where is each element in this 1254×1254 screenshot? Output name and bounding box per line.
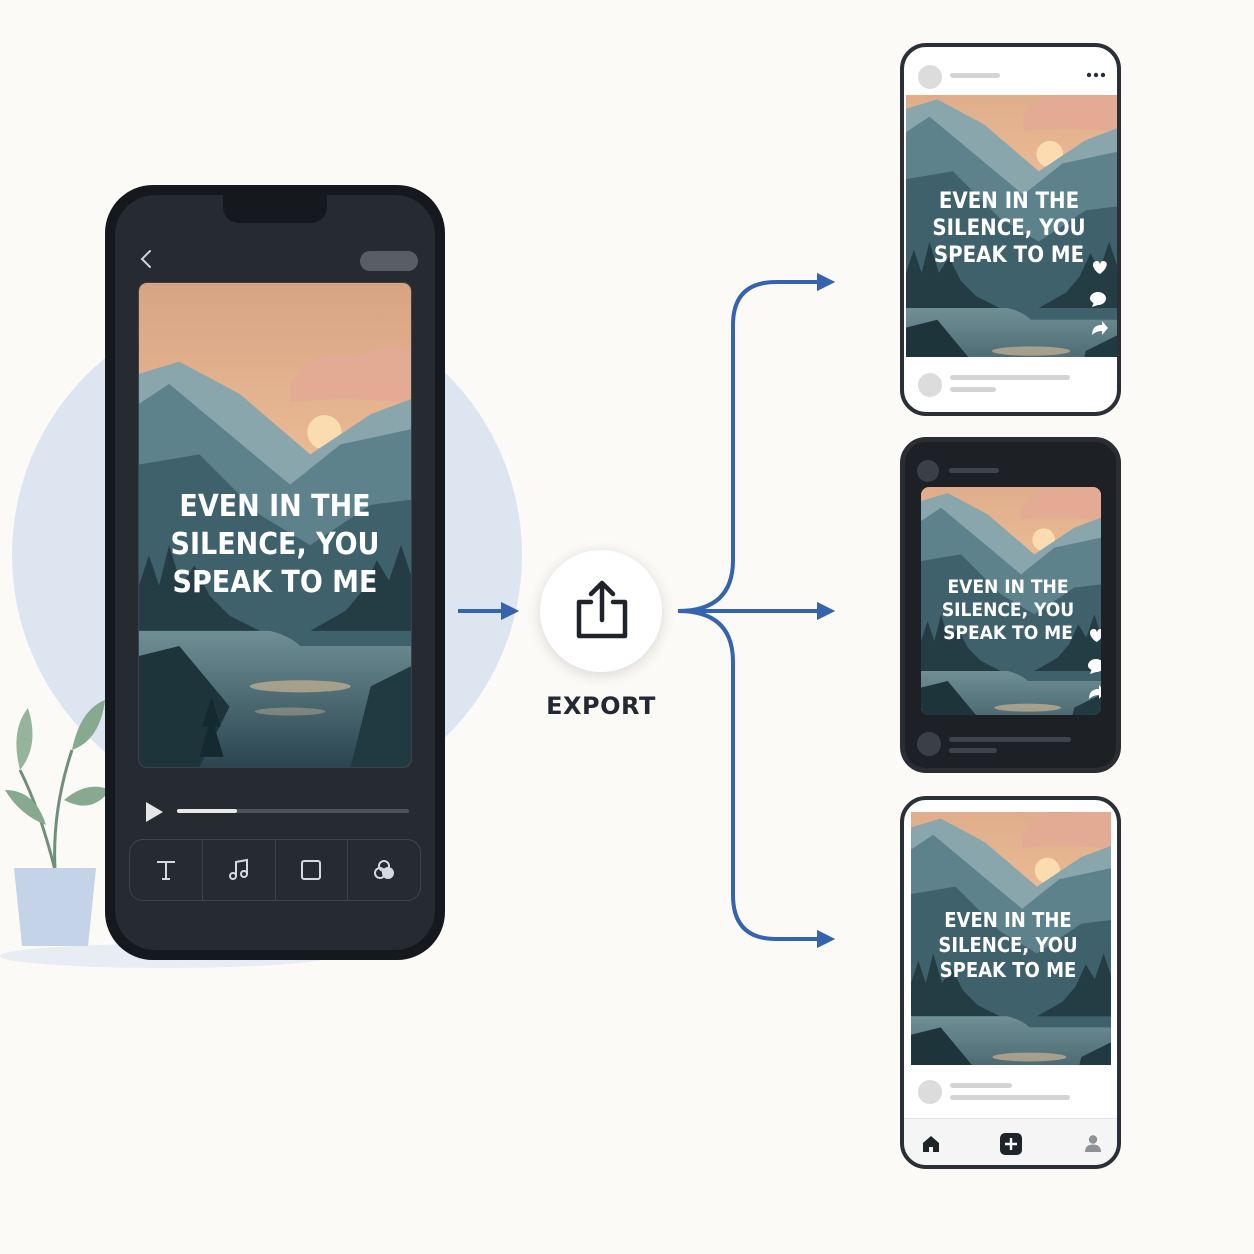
quote-line-3: SPEAK TO ME (940, 958, 1077, 982)
home-icon[interactable] (921, 1134, 941, 1154)
avatar (917, 460, 939, 482)
quote-overlay: EVEN IN THE SILENCE, YOU SPEAK TO ME (932, 189, 1108, 335)
quote-line-3: SPEAK TO ME (934, 243, 1084, 268)
quote-line-2: SILENCE, YOU (942, 599, 1074, 621)
share-export-icon (576, 580, 628, 639)
quote-line-1: EVEN IN THE (947, 576, 1068, 598)
crop-tool-icon (301, 860, 322, 880)
avatar (918, 1080, 942, 1104)
heart-icon[interactable] (1093, 261, 1107, 274)
quote-overlay: EVEN IN THE SILENCE, YOU SPEAK TO ME (938, 908, 1077, 982)
crop-tool-button[interactable] (276, 840, 349, 900)
quote-line-2: SILENCE, YOU (938, 933, 1077, 957)
editor-screen: EVEN IN THE SILENCE, YOU SPEAK TO ME (115, 195, 435, 950)
text-tool-icon (156, 861, 175, 880)
username-placeholder (949, 468, 999, 473)
feed-post-phone: EVEN IN THE SILENCE, YOU SPEAK TO ME (900, 43, 1121, 416)
share-icon[interactable] (1089, 685, 1101, 699)
text-tool-button[interactable] (130, 840, 203, 900)
avatar (918, 65, 942, 89)
avatar (917, 732, 941, 756)
editor-action-pill-button[interactable] (360, 251, 418, 271)
quote-overlay: EVEN IN THE SILENCE, YOU SPEAK TO ME (171, 489, 380, 600)
play-icon[interactable] (141, 799, 167, 825)
quote-line-1: EVEN IN THE (179, 489, 370, 524)
effects-tool-icon (374, 860, 395, 879)
phone-notch (223, 195, 327, 223)
quote-line-1: EVEN IN THE (939, 189, 1079, 214)
post-image[interactable]: EVEN IN THE SILENCE, YOU SPEAK TO ME (921, 487, 1101, 715)
nav-divider (904, 1118, 1117, 1119)
caption-placeholder (950, 375, 1070, 380)
quote-line-2: SILENCE, YOU (932, 216, 1085, 241)
music-tool-icon (228, 858, 248, 880)
share-icon[interactable] (1092, 321, 1108, 335)
video-canvas[interactable]: EVEN IN THE SILENCE, YOU SPEAK TO ME (139, 283, 411, 767)
post-image[interactable]: EVEN IN THE SILENCE, YOU SPEAK TO ME (906, 95, 1117, 357)
quote-overlay: EVEN IN THE SILENCE, YOU SPEAK TO ME (942, 576, 1101, 699)
more-options-icon[interactable] (1086, 71, 1106, 79)
music-tool-button[interactable] (203, 840, 276, 900)
quote-line-3: SPEAK TO ME (943, 622, 1073, 644)
branch-arrow-top (677, 272, 836, 613)
comment-icon[interactable] (1090, 292, 1106, 307)
caption-placeholder (949, 737, 1071, 742)
heart-icon[interactable] (1090, 629, 1101, 642)
timeline-scrubber[interactable] (177, 809, 409, 813)
quote-line-1: EVEN IN THE (944, 908, 1071, 932)
effects-tool-button[interactable] (348, 840, 420, 900)
quote-line-3: SPEAK TO ME (173, 565, 378, 600)
potted-plant-illustration (5, 700, 110, 946)
username-placeholder (950, 1083, 1012, 1088)
export-button[interactable] (540, 550, 662, 672)
caption-placeholder (950, 1095, 1070, 1100)
export-label: EXPORT (546, 692, 656, 720)
dark-video-phone: EVEN IN THE SILENCE, YOU SPEAK TO ME (900, 437, 1121, 773)
editor-phone: EVEN IN THE SILENCE, YOU SPEAK TO ME (105, 185, 445, 960)
caption-placeholder (949, 748, 997, 753)
app-feed-phone: EVEN IN THE SILENCE, YOU SPEAK TO ME (900, 796, 1121, 1169)
editor-toolbar (129, 839, 421, 901)
caption-placeholder (950, 387, 996, 392)
back-chevron-icon[interactable] (135, 247, 159, 271)
post-image[interactable]: EVEN IN THE SILENCE, YOU SPEAK TO ME (911, 812, 1111, 1065)
username-placeholder (950, 73, 1000, 78)
timeline-progress (177, 809, 238, 813)
branch-arrow-bottom (677, 609, 836, 949)
avatar (918, 373, 942, 397)
comment-icon[interactable] (1088, 659, 1101, 674)
profile-icon[interactable] (1083, 1133, 1103, 1153)
quote-line-2: SILENCE, YOU (171, 527, 380, 562)
create-post-icon[interactable] (999, 1132, 1023, 1156)
